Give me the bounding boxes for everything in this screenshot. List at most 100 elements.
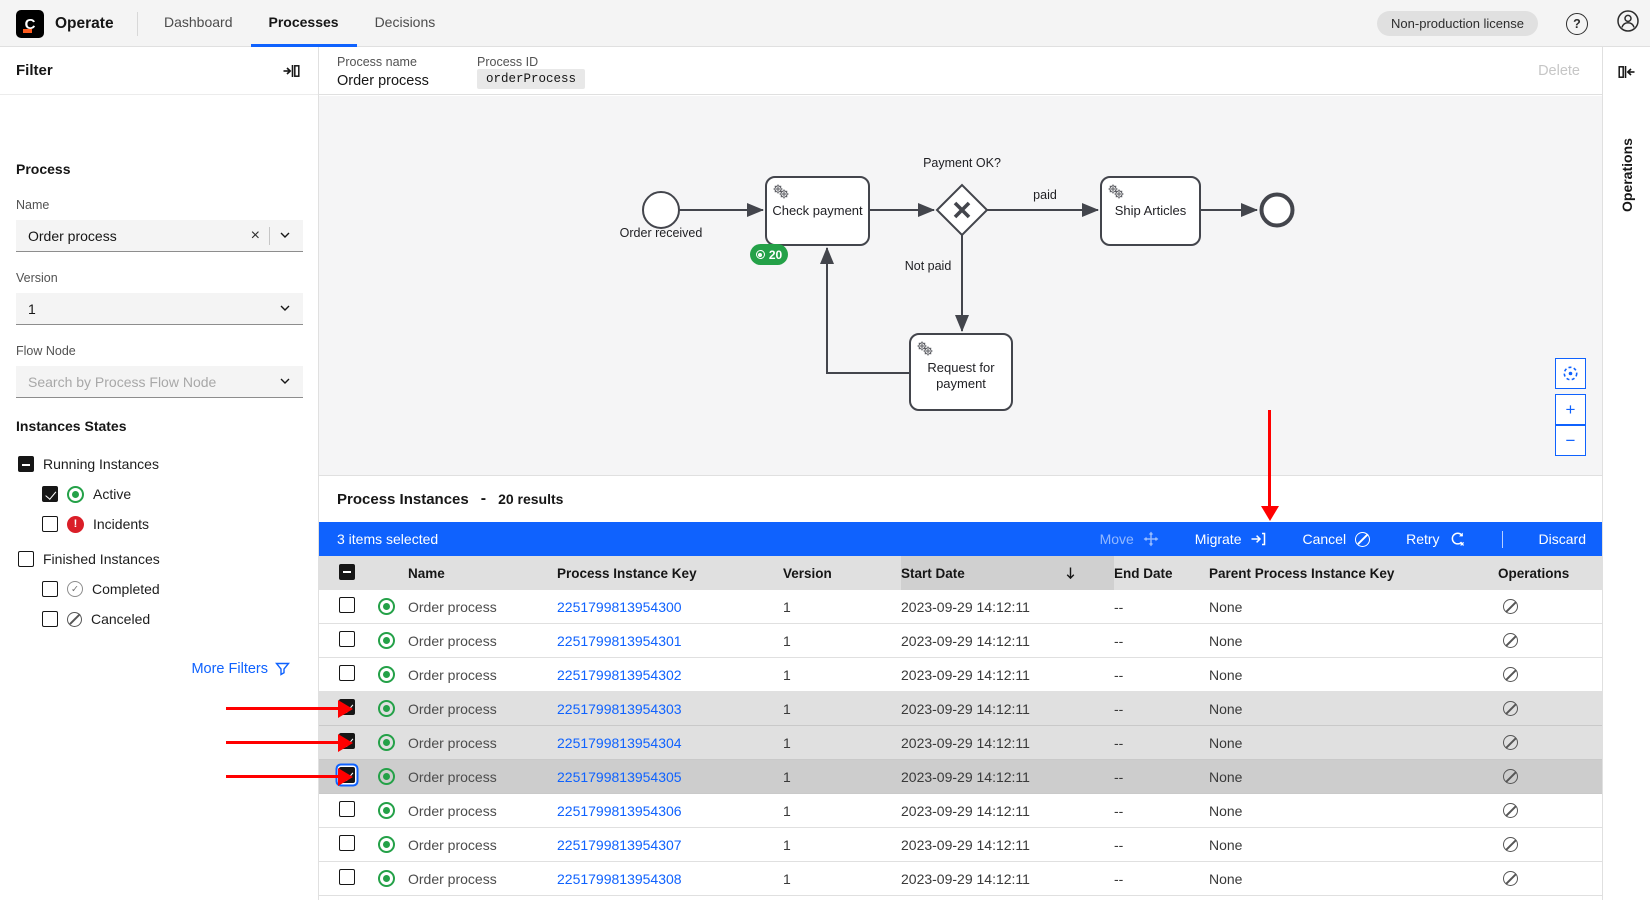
filter-state-running-instances: Running Instances — [0, 449, 318, 479]
column-header-key[interactable]: Process Instance Key — [557, 565, 697, 581]
row-checkbox[interactable] — [339, 597, 355, 613]
version-select[interactable]: 1 — [16, 293, 303, 325]
discard-button[interactable]: Discard — [1539, 531, 1586, 547]
zoom-in-button[interactable]: + — [1555, 394, 1586, 425]
instance-version: 1 — [783, 632, 791, 649]
instance-version: 1 — [783, 598, 791, 615]
collapse-panel-icon[interactable] — [280, 60, 302, 82]
instance-key-link[interactable]: 2251799813954305 — [557, 768, 682, 785]
instance-key-link[interactable]: 2251799813954301 — [557, 632, 682, 649]
flow-node-input[interactable]: Search by Process Flow Node — [16, 366, 303, 398]
migrate-button[interactable]: Migrate — [1195, 531, 1267, 547]
operation-cancel-icon[interactable] — [1503, 837, 1518, 852]
user-icon[interactable] — [1616, 9, 1640, 38]
process-id-chip: orderProcess — [477, 69, 586, 89]
row-checkbox-cell — [339, 597, 378, 616]
clear-selection-icon[interactable]: × — [250, 226, 260, 244]
row-checkbox[interactable] — [339, 869, 355, 885]
instance-end-date: -- — [1114, 666, 1124, 683]
column-header-operations: Operations — [1498, 565, 1570, 581]
start-date-label: Start Date — [901, 565, 965, 581]
active-state-icon — [378, 870, 395, 887]
active-checkbox[interactable] — [42, 486, 58, 502]
reset-view-button[interactable] — [1555, 358, 1586, 389]
column-header-version[interactable]: Version — [783, 565, 832, 581]
flow-request-to-check — [820, 247, 910, 374]
expand-panel-icon[interactable] — [1616, 61, 1638, 83]
operation-cancel-icon[interactable] — [1503, 701, 1518, 716]
instance-key-link[interactable]: 2251799813954300 — [557, 598, 682, 615]
chevron-down-icon[interactable] — [279, 374, 291, 390]
operation-cancel-icon[interactable] — [1503, 871, 1518, 886]
zoom-out-button[interactable]: − — [1555, 425, 1586, 456]
task-request-payment-label: Request for payment — [927, 359, 995, 391]
operation-cancel-icon[interactable] — [1503, 667, 1518, 682]
tab-dashboard[interactable]: Dashboard — [164, 14, 233, 30]
name-field-label: Name — [16, 198, 50, 212]
end-event-circle[interactable] — [1259, 192, 1295, 228]
select-all-checkbox[interactable] — [339, 563, 355, 580]
delete-button[interactable]: Delete — [1538, 63, 1580, 79]
tab-decisions[interactable]: Decisions — [374, 14, 436, 30]
chevron-down-icon[interactable] — [279, 228, 291, 244]
instance-end-date: -- — [1114, 768, 1124, 785]
move-label: Move — [1099, 531, 1134, 547]
instance-key-link[interactable]: 2251799813954302 — [557, 666, 682, 683]
column-header-start-date[interactable]: Start Date — [901, 556, 1114, 590]
operations-cell — [1498, 871, 1601, 886]
operation-cancel-icon[interactable] — [1503, 735, 1518, 750]
move-button[interactable]: Move — [1100, 531, 1159, 547]
instance-key-link[interactable]: 2251799813954307 — [557, 836, 682, 853]
canceled-checkbox[interactable] — [42, 611, 58, 627]
task-ship-articles[interactable] — [1100, 176, 1201, 246]
filter-state-active: Active — [0, 479, 318, 509]
task-check-payment[interactable] — [765, 176, 870, 246]
camunda-logo: C — [16, 10, 44, 38]
incidents-checkbox[interactable] — [42, 516, 58, 532]
instance-name: Order process — [408, 870, 497, 887]
help-icon[interactable]: ? — [1566, 12, 1588, 35]
flow-label-not-paid: Not paid — [904, 259, 952, 273]
chevron-down-icon[interactable] — [279, 301, 291, 317]
cancel-button[interactable]: Cancel — [1302, 531, 1371, 547]
main-nav-tabs: Dashboard Processes Decisions — [146, 0, 453, 47]
task-request-payment[interactable] — [909, 333, 1013, 411]
row-checkbox-cell — [339, 665, 378, 684]
row-checkbox[interactable] — [339, 801, 355, 817]
column-header-parent-key[interactable]: Parent Process Instance Key — [1209, 565, 1395, 581]
active-state-icon — [378, 802, 395, 819]
instance-key-link[interactable]: 2251799813954306 — [557, 802, 682, 819]
operation-cancel-icon[interactable] — [1503, 633, 1518, 648]
instance-key-link[interactable]: 2251799813954304 — [557, 734, 682, 751]
process-name-combobox[interactable]: Order process × — [16, 220, 303, 252]
instance-name: Order process — [408, 734, 497, 751]
operations-cell — [1498, 769, 1601, 784]
instance-key-link[interactable]: 2251799813954308 — [557, 870, 682, 887]
row-checkbox[interactable] — [339, 631, 355, 647]
completed-checkbox[interactable] — [42, 581, 58, 597]
instances-states-title: Instances States — [16, 418, 127, 434]
retry-button[interactable]: Retry — [1406, 531, 1465, 547]
instance-start-date: 2023-09-29 14:12:11 — [901, 836, 1030, 853]
column-header-name[interactable]: Name — [408, 565, 445, 581]
operation-cancel-icon[interactable] — [1503, 803, 1518, 818]
operation-cancel-icon[interactable] — [1503, 599, 1518, 614]
finished-instances-checkbox[interactable] — [18, 551, 34, 567]
column-header-end-date[interactable]: End Date — [1114, 565, 1173, 581]
more-filters-button[interactable]: More Filters — [191, 661, 290, 677]
running-instances-checkbox[interactable] — [18, 456, 34, 472]
operation-cancel-icon[interactable] — [1503, 769, 1518, 784]
instance-parent-key: None — [1209, 666, 1243, 683]
row-checkbox[interactable] — [339, 665, 355, 681]
row-checkbox[interactable] — [339, 835, 355, 851]
instance-start-date: 2023-09-29 14:12:11 — [901, 598, 1030, 615]
instance-key-link[interactable]: 2251799813954303 — [557, 700, 682, 717]
tab-processes[interactable]: Processes — [250, 0, 357, 47]
version-field-label: Version — [16, 271, 58, 285]
start-event-circle[interactable] — [642, 191, 680, 229]
instance-parent-key: None — [1209, 700, 1243, 717]
active-state-icon — [378, 598, 395, 615]
instance-name: Order process — [408, 700, 497, 717]
filter-state-finished-instances: Finished Instances — [0, 544, 318, 574]
